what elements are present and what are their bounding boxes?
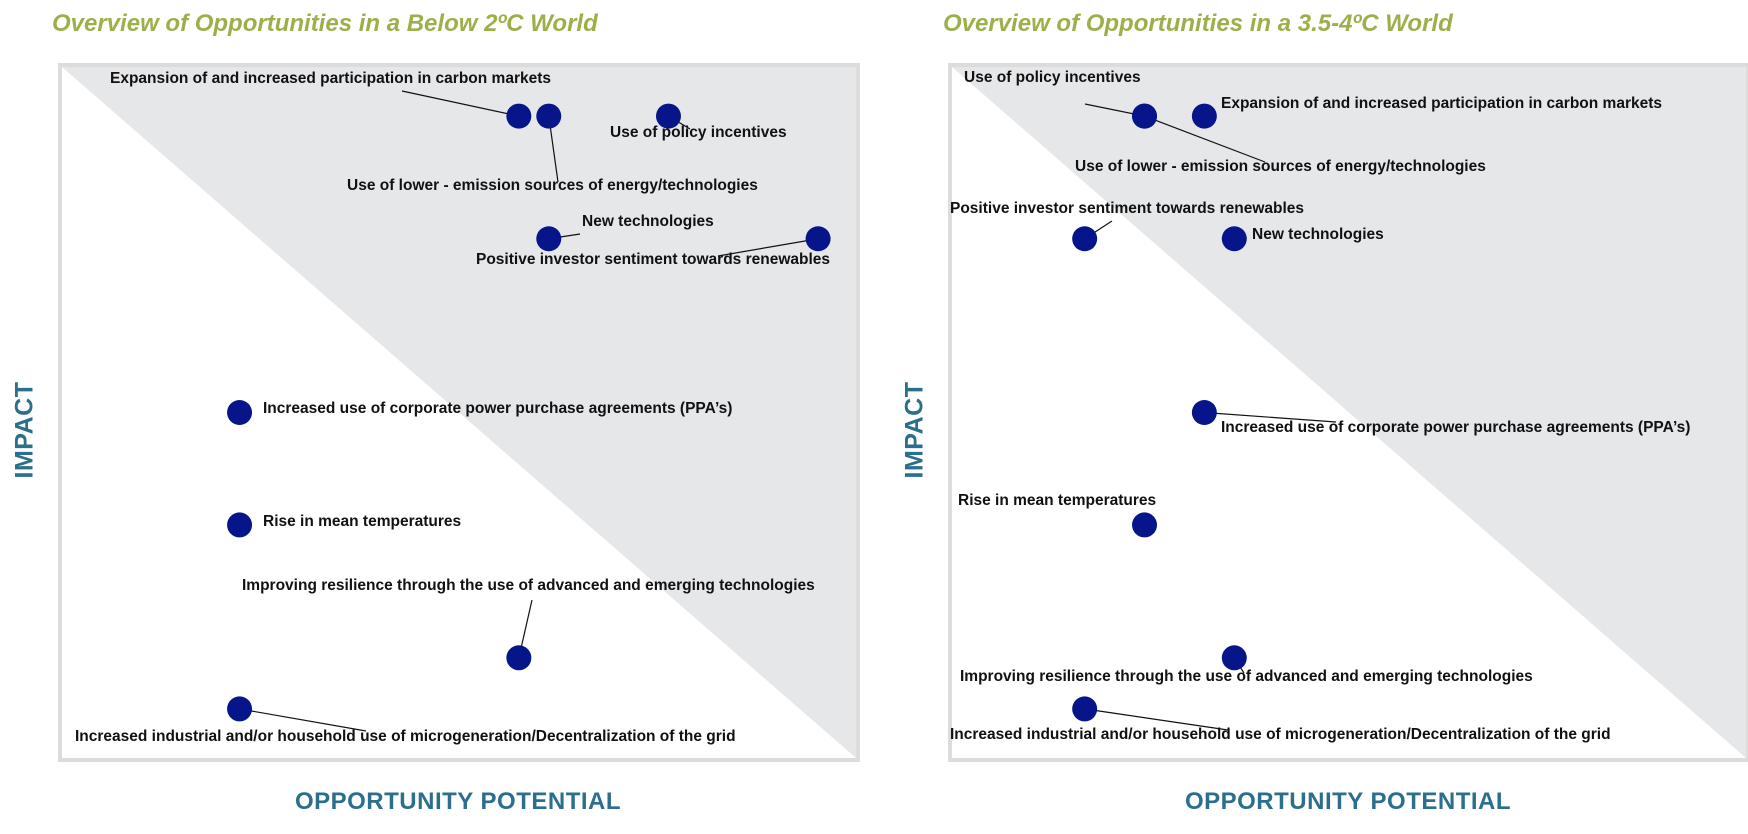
x-axis-label: OPPORTUNITY POTENTIAL (294, 788, 622, 815)
point-marker (1221, 645, 1247, 671)
point-marker (655, 103, 681, 129)
point-marker (227, 512, 253, 538)
leader-line (239, 708, 367, 732)
point-label: Expansion of and increased participation… (1221, 95, 1662, 112)
point-marker (506, 103, 532, 129)
leader-line (1084, 708, 1229, 731)
point-marker (1132, 103, 1158, 129)
chart-panel-3-5-4c: Overview of Opportunities in a 3.5-4ºC W… (890, 0, 1748, 834)
point-marker (506, 645, 532, 671)
point-label: Improving resilience through the use of … (242, 577, 815, 594)
point-marker (1191, 400, 1217, 425)
chart-title: Overview of Opportunities in a 3.5-4ºC W… (943, 10, 1453, 37)
data-point: Use of lower - emission sources of energ… (347, 103, 758, 194)
data-point: Rise in mean temperatures (958, 492, 1158, 538)
leader-line (717, 238, 819, 257)
point-marker (227, 400, 253, 425)
data-point: Positive investor sentiment towards rene… (476, 226, 831, 268)
data-point: Rise in mean temperatures (227, 512, 461, 538)
point-marker (536, 226, 562, 252)
point-marker (1072, 226, 1098, 252)
point-label: Improving resilience through the use of … (960, 668, 1533, 685)
data-point: Improving resilience through the use of … (960, 645, 1533, 685)
point-label: Use of policy incentives (964, 69, 1141, 86)
data-point: Increased industrial and/or household us… (950, 696, 1611, 743)
chart-title: Overview of Opportunities in a Below 2ºC… (52, 10, 598, 37)
point-label: Rise in mean temperatures (263, 513, 461, 530)
data-point: Use of policy incentives (610, 103, 787, 141)
point-label: Increased industrial and/or household us… (950, 726, 1611, 743)
shaded-region (62, 67, 856, 758)
data-point: Expansion of and increased participation… (110, 70, 551, 129)
point-label: Use of lower - emission sources of energ… (1075, 158, 1486, 175)
point-marker (227, 696, 253, 722)
chart-panel-below-2c: Overview of Opportunities in a Below 2ºC… (11, 10, 860, 815)
point-marker (1072, 696, 1098, 722)
point-label: Increased use of corporate power purchas… (263, 400, 732, 417)
point-label: Expansion of and increased participation… (110, 70, 551, 87)
point-label: Positive investor sentiment towards rene… (476, 251, 830, 268)
point-marker (805, 226, 831, 252)
shaded-region (952, 67, 1746, 758)
data-point: Increased industrial and/or household us… (75, 696, 736, 745)
data-point: Expansion of and increased participation… (1191, 95, 1662, 129)
point-marker (1132, 512, 1158, 538)
point-label: Use of lower - emission sources of energ… (347, 177, 758, 194)
data-point: Use of lower - emission sources of energ… (1075, 103, 1486, 175)
point-marker (1191, 103, 1217, 129)
point-marker (536, 103, 562, 129)
data-point: New technologies (1221, 226, 1384, 252)
point-label: New technologies (1252, 226, 1384, 243)
point-label: Use of policy incentives (610, 124, 787, 141)
point-label: New technologies (582, 213, 714, 230)
data-point: Positive investor sentiment towards rene… (950, 200, 1304, 252)
x-axis-label: OPPORTUNITY POTENTIAL (1184, 788, 1512, 815)
data-point: Increased use of corporate power purchas… (227, 400, 732, 425)
point-label: Increased industrial and/or household us… (75, 728, 736, 745)
leader-line (401, 90, 519, 117)
data-point: Improving resilience through the use of … (242, 577, 815, 671)
point-label: Increased use of corporate power purchas… (1221, 419, 1690, 436)
data-point: Increased use of corporate power purchas… (1191, 400, 1690, 436)
point-label: Positive investor sentiment towards rene… (950, 200, 1304, 217)
point-marker (1221, 226, 1247, 252)
point-label: Rise in mean temperatures (958, 492, 1156, 509)
data-point: New technologies (536, 213, 714, 252)
scatter-plot: Expansion of and increased participation… (58, 63, 860, 762)
leader-line (1204, 411, 1337, 423)
leader-line (1144, 115, 1266, 163)
